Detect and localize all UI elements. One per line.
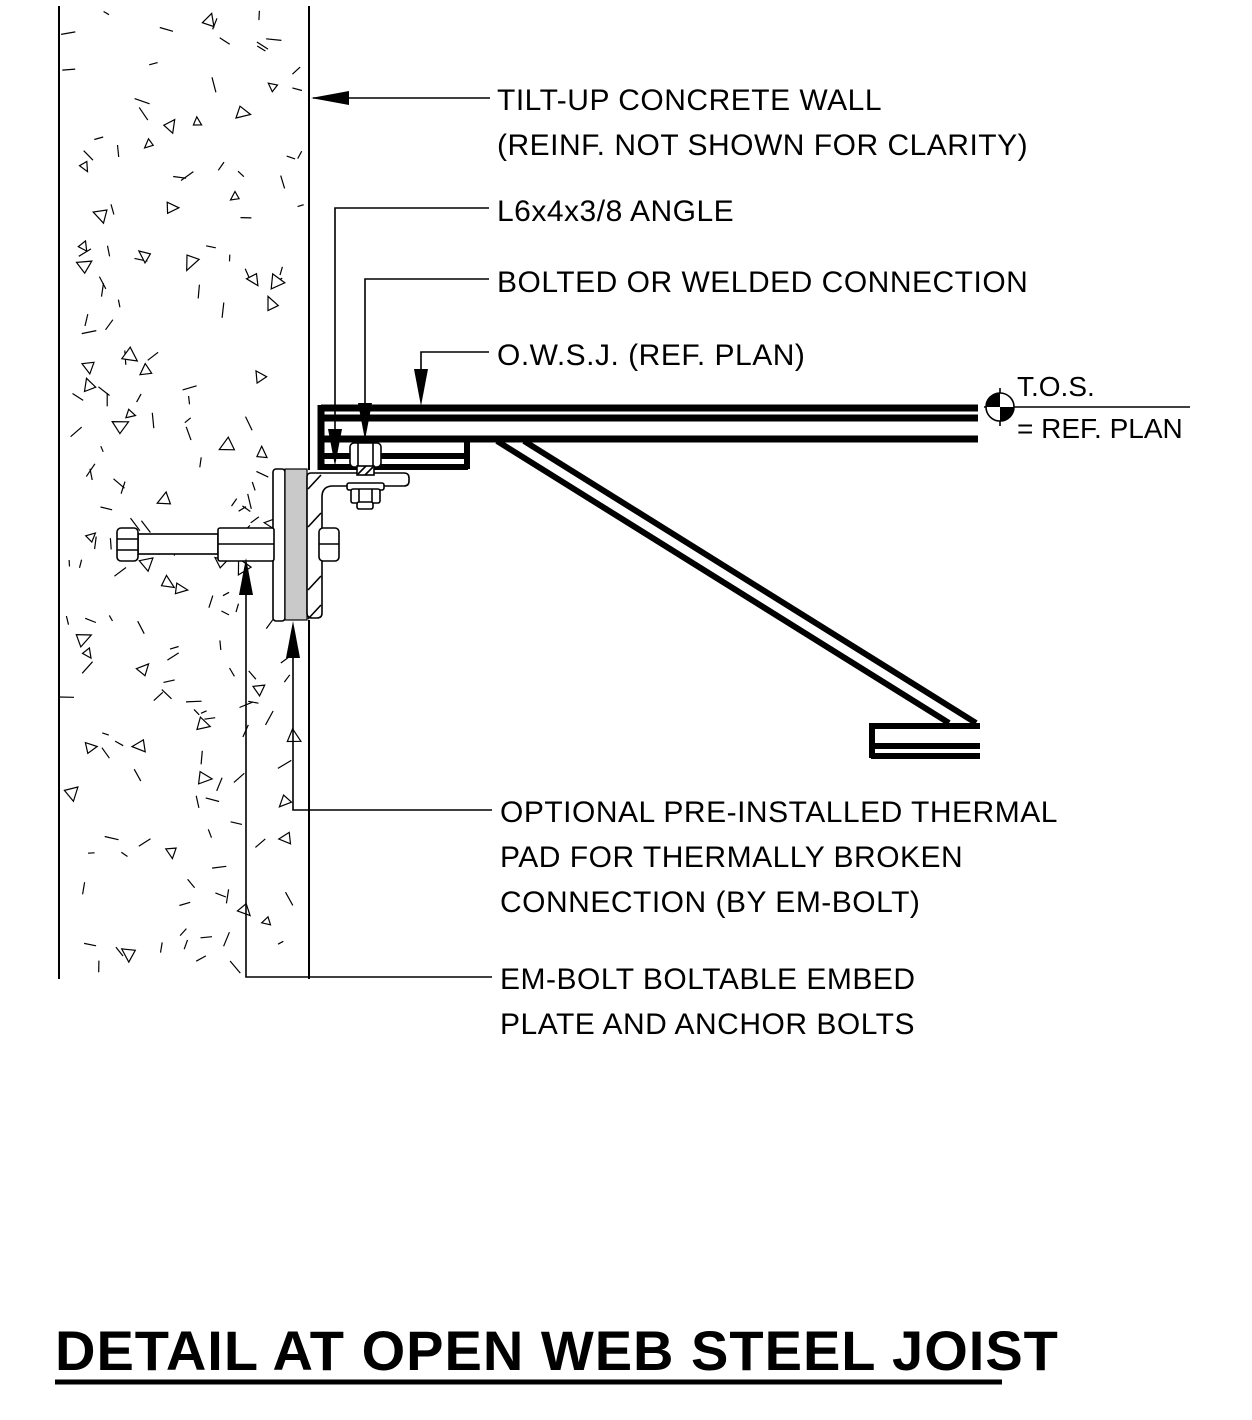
title-block: DETAIL AT OPEN WEB STEEL JOIST xyxy=(55,1319,1059,1385)
label-embed-plate-line1: EM-BOLT BOLTABLE EMBED xyxy=(500,963,916,996)
datum-quadrant-tl xyxy=(986,393,1000,407)
arrowhead-embed-plate xyxy=(239,558,253,595)
leader-embed-plate xyxy=(245,590,492,978)
connection-bolt-head xyxy=(350,488,381,504)
joist xyxy=(317,404,980,759)
angle-hatch-marks xyxy=(307,474,322,620)
anchor-bolt-head xyxy=(116,527,139,562)
connection-bolt-nut xyxy=(349,442,382,468)
joist-bearing-seat xyxy=(321,437,470,470)
arrowhead-bolted-connection xyxy=(358,403,372,440)
arrowhead-angle xyxy=(328,429,342,466)
anchor-bolt-shaft xyxy=(137,533,219,555)
leader-angle xyxy=(334,207,489,434)
anchor-bolt xyxy=(116,527,340,562)
label-tos-ref-plan: = REF. PLAN xyxy=(1017,413,1183,444)
concrete-texture xyxy=(58,10,306,974)
connection-bolt-tip xyxy=(356,501,374,510)
label-tos: T.O.S. xyxy=(1017,371,1095,402)
label-embed-plate-line2: PLATE AND ANCHOR BOLTS xyxy=(500,1008,915,1041)
label-thermal-pad-line1: OPTIONAL PRE-INSTALLED THERMAL xyxy=(500,796,1058,829)
joist-top-chord xyxy=(317,404,978,470)
label-tilt-up-wall-line1: TILT-UP CONCRETE WALL xyxy=(497,84,882,117)
label-angle: L6x4x3/8 ANGLE xyxy=(497,195,734,228)
label-thermal-pad-line3: CONNECTION (BY EM-BOLT) xyxy=(500,886,920,919)
leader-thermal-pad xyxy=(292,653,492,811)
embed-connection xyxy=(116,468,410,622)
label-tilt-up-wall-line2: (REINF. NOT SHOWN FOR CLARITY) xyxy=(497,129,1028,162)
arrowhead-thermal-pad xyxy=(286,621,300,658)
connection-bolt xyxy=(346,442,385,510)
label-owsj: O.W.S.J. (REF. PLAN) xyxy=(497,339,805,372)
arrowhead-tilt-up-wall xyxy=(311,91,349,105)
label-bolted-connection: BOLTED OR WELDED CONNECTION xyxy=(497,266,1028,299)
leader-bolted-connection xyxy=(364,278,489,408)
joist-web-diagonal xyxy=(495,438,978,726)
thermal-pad xyxy=(284,468,308,621)
steel-angle xyxy=(306,472,410,619)
leader-owsj xyxy=(420,351,489,374)
joist-bottom-chord xyxy=(869,723,980,759)
arrowhead-owsj xyxy=(414,369,428,406)
concrete-wall xyxy=(58,6,310,979)
datum-symbol xyxy=(984,388,1190,426)
leaders xyxy=(239,91,492,978)
datum-quadrant-br xyxy=(1000,407,1014,421)
drawing-title: DETAIL AT OPEN WEB STEEL JOIST xyxy=(55,1319,1059,1382)
label-thermal-pad-line2: PAD FOR THERMALLY BROKEN xyxy=(500,841,963,874)
